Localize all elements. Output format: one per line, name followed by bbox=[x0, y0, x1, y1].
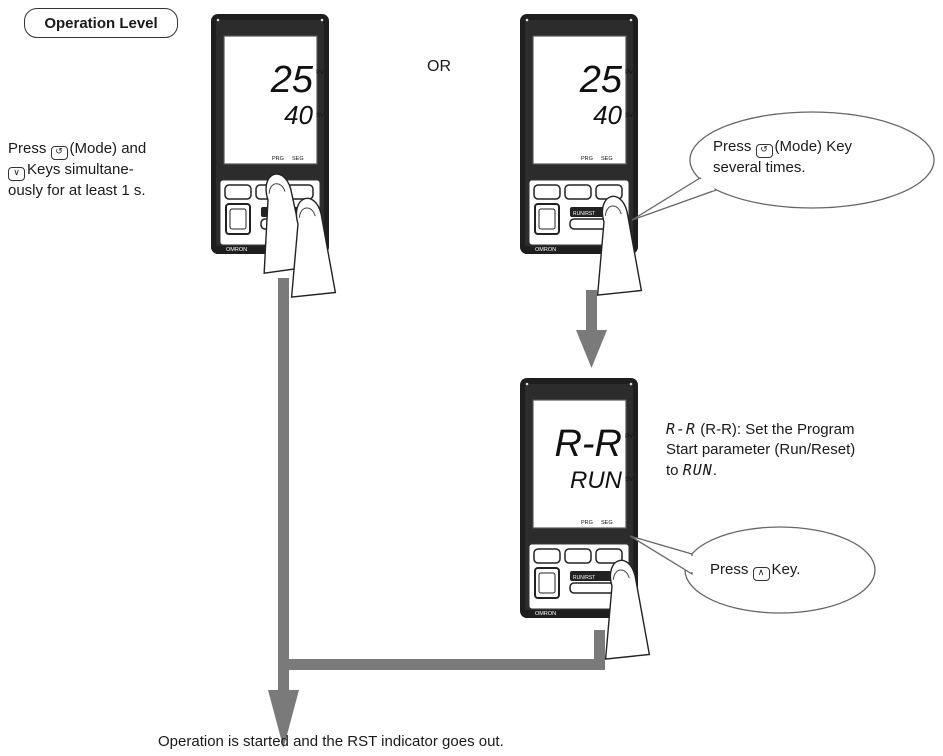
left-instruction: Press ↺(Mode) and ∨Keys simultane- ously… bbox=[8, 139, 208, 201]
device3-rst-label: RUN/RST bbox=[573, 575, 595, 581]
device3-sv-label: SV bbox=[625, 477, 633, 483]
mode-key-icon: ↺ bbox=[755, 144, 773, 158]
left-instruction-line3: ously for at least 1 s. bbox=[8, 182, 146, 199]
rr-code: R-R bbox=[666, 420, 697, 438]
down-key-icon: ∨ bbox=[8, 167, 25, 181]
device1-seg-label: SEG bbox=[292, 156, 304, 162]
device1-pv-value: 25 bbox=[270, 59, 314, 101]
device2-prg-label: PRG bbox=[581, 156, 593, 162]
left-instruction-down: Keys simultane- bbox=[27, 161, 134, 178]
rr-line3-pre: to bbox=[666, 462, 679, 479]
bubble-up-key: Key. bbox=[771, 561, 801, 578]
speech-bubble-up-key bbox=[629, 526, 876, 614]
rr-value: RUN bbox=[682, 461, 713, 479]
left-instruction-press: Press bbox=[8, 140, 47, 157]
device3-sv-value: RUN bbox=[570, 467, 623, 494]
bubble-up-press: Press bbox=[710, 561, 749, 578]
device3-brand: OMRON bbox=[535, 611, 556, 617]
speech-bubble-mode-key bbox=[631, 111, 935, 221]
bubble-mode-text: Press ↺(Mode) Key several times. bbox=[713, 137, 913, 178]
device3-seg-label: SEG bbox=[601, 520, 613, 526]
bubble-mode-press: Press bbox=[713, 138, 752, 155]
device1-sv-value: 40 bbox=[284, 100, 313, 130]
device2-sv-value: 40 bbox=[593, 100, 622, 130]
device3-pv-value: R-R bbox=[554, 423, 622, 465]
device2-rst-label: RUN/RST bbox=[573, 211, 595, 217]
result-text: Operation is started and the RST indicat… bbox=[158, 733, 504, 750]
operation-level-badge: Operation Level bbox=[24, 8, 178, 38]
bubble-mode-line2: several times. bbox=[713, 159, 806, 176]
bubble-up-text: Press ∧Key. bbox=[710, 560, 860, 581]
device1-prg-label: PRG bbox=[272, 156, 284, 162]
device1-brand: OMRON bbox=[226, 247, 247, 253]
device1-pv-label: PV bbox=[316, 70, 324, 76]
device2-brand: OMRON bbox=[535, 247, 556, 253]
up-key-icon: ∧ bbox=[752, 567, 770, 581]
device1-sv-label: SV bbox=[316, 113, 324, 119]
or-label: OR bbox=[427, 58, 451, 75]
device1-rst-label: RUN/RST bbox=[286, 194, 308, 200]
left-instruction-mode: (Mode) and bbox=[69, 140, 147, 157]
rr-line3-post: . bbox=[712, 462, 717, 479]
flow-arrows bbox=[268, 278, 607, 748]
rr-line1: (R-R): Set the Program bbox=[700, 421, 855, 438]
device2-seg-label: SEG bbox=[601, 156, 613, 162]
rr-line2: Start parameter (Run/Reset) bbox=[666, 441, 856, 458]
device3-prg-label: PRG bbox=[581, 520, 593, 526]
device3-pv-label: PV bbox=[625, 434, 633, 440]
bubble-mode-key: (Mode) Key bbox=[774, 138, 853, 155]
device2-pv-value: 25 bbox=[579, 59, 623, 101]
mode-key-icon: ↺ bbox=[50, 146, 68, 160]
device2-pv-label: PV bbox=[625, 70, 633, 76]
device2-sv-label: SV bbox=[625, 113, 633, 119]
rr-description: R-R (R-R): Set the Program Start paramet… bbox=[666, 419, 941, 481]
